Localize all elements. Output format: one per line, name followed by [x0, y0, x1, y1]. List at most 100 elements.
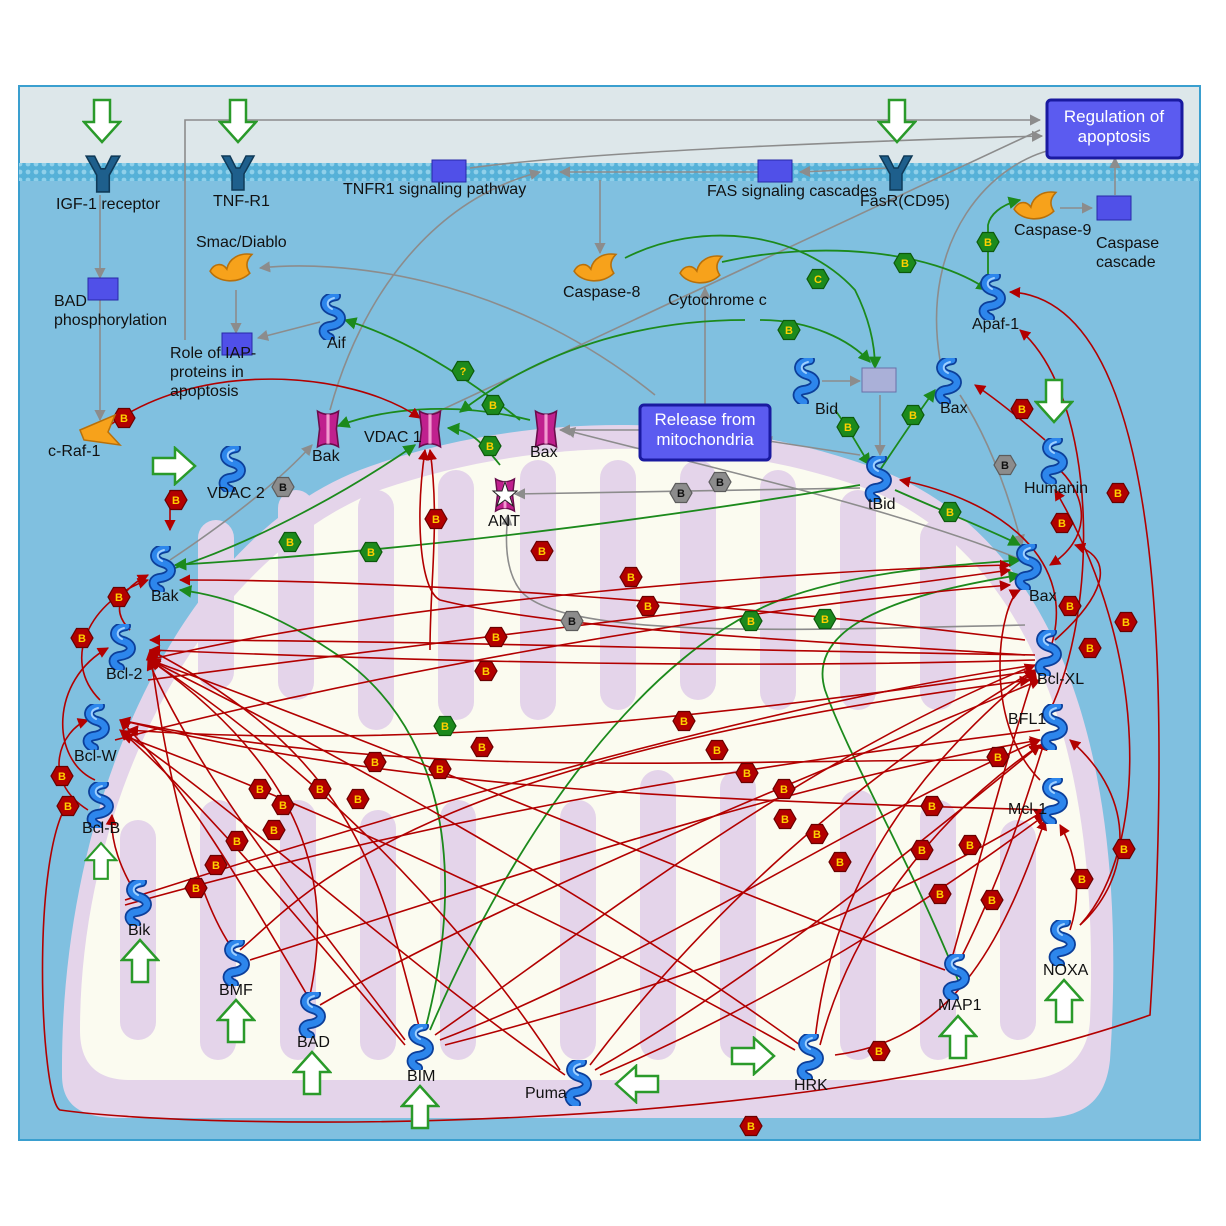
bmf-label: BMF: [219, 982, 253, 999]
edge-symbol-hexagon: B: [184, 877, 208, 899]
c-raf-1-icon[interactable]: [79, 413, 122, 447]
fas-cascades-label: FAS signaling cascades: [707, 183, 877, 200]
edge-symbol-hexagon: B: [107, 586, 131, 608]
edge-symbol-text: B: [436, 764, 444, 776]
edge-symbol-hexagon: ?: [451, 360, 475, 382]
edge-symbol-hexagon: B: [669, 482, 693, 504]
iap-square[interactable]: [221, 332, 253, 356]
tnfr1-pathway-square[interactable]: [431, 159, 467, 183]
vdac1-label: VDAC 1: [364, 429, 422, 446]
caspase-cascade-label-line2: cascade: [1096, 254, 1156, 271]
bak-mito-label: Bak: [151, 588, 180, 605]
edge-symbol-hexagon: B: [993, 454, 1017, 476]
edge-symbol-text: B: [785, 325, 793, 337]
bcl-w-label: Bcl-W: [74, 748, 118, 765]
edge-symbol-hexagon: B: [901, 404, 925, 426]
bcl-b-label: Bcl-B: [82, 820, 120, 837]
edge-symbol-text: B: [936, 889, 944, 901]
puma-label: Puma: [525, 1085, 567, 1102]
edge-symbol-text: B: [813, 829, 821, 841]
bad-phosphorylation-square[interactable]: [87, 277, 119, 301]
edge-symbol-text: B: [716, 477, 724, 489]
mitochondrion-inner: [80, 448, 1092, 1080]
fasr-label: FasR(CD95): [860, 193, 950, 210]
edge-symbol-hexagon: B: [836, 416, 860, 438]
edge-symbol-text: B: [875, 1046, 883, 1058]
edge-symbol-hexagon: B: [828, 851, 852, 873]
edge-symbol-hexagon: B: [813, 608, 837, 630]
edge-symbol-hexagon: B: [910, 839, 934, 861]
tnf-r1-label: TNF-R1: [213, 193, 270, 210]
edge-symbol-text: B: [780, 784, 788, 796]
bax-channel-icon[interactable]: [533, 409, 559, 449]
edge-symbol-text: B: [994, 752, 1002, 764]
edge-symbol-hexagon: B: [920, 795, 944, 817]
edge-symbol-text: B: [172, 495, 180, 507]
edge-symbol-hexagon: B: [735, 762, 759, 784]
bak-channel-icon[interactable]: [315, 409, 341, 449]
caspase-9-label: Caspase-9: [1014, 222, 1091, 239]
vdac1-channel-icon[interactable]: [417, 409, 443, 449]
edge-symbol-text: B: [478, 742, 486, 754]
release-from-mitochondria-box[interactable]: Release from mitochondria: [638, 403, 772, 462]
edge-symbol-hexagon: B: [1010, 398, 1034, 420]
iap-label-line1: Role of IAP-: [170, 345, 256, 362]
caspase-cascade-label-line1: Caspase: [1096, 235, 1159, 252]
edge-symbol-hexagon: B: [346, 788, 370, 810]
edge-symbol-hexagon: B: [893, 252, 917, 274]
tnfr1-pathway-label: TNFR1 signaling pathway: [343, 181, 526, 198]
edge-symbol-text: B: [270, 825, 278, 837]
edge-symbol-hexagon: B: [474, 660, 498, 682]
edge-symbol-text: B: [743, 768, 751, 780]
bid-cleavage-square[interactable]: [861, 367, 897, 393]
vdac2-label: VDAC 2: [207, 485, 265, 502]
edge-symbol-hexagon: B: [262, 819, 286, 841]
edge-symbol-text: B: [115, 592, 123, 604]
fas-cascade-square[interactable]: [757, 159, 793, 183]
edge-symbol-hexagon: B: [1058, 595, 1082, 617]
regulation-of-apoptosis-box[interactable]: Regulation of apoptosis: [1045, 98, 1184, 160]
igf1-receptor-label: IGF-1 receptor: [56, 196, 161, 213]
edge-symbol-text: B: [644, 601, 652, 613]
release-box-line2: mitochondria: [656, 430, 754, 449]
edge-symbol-hexagon: B: [271, 794, 295, 816]
edge-symbol-text: B: [441, 721, 449, 733]
edge-symbol-hexagon: B: [636, 595, 660, 617]
edge-symbol-hexagon: B: [225, 830, 249, 852]
edge-symbol-text: B: [568, 616, 576, 628]
edge-symbol-text: B: [367, 547, 375, 559]
bax-channel-label: Bax: [530, 444, 558, 461]
edge-symbol-hexagon: B: [50, 765, 74, 787]
edge-symbol-hexagon: B: [478, 435, 502, 457]
edge-symbol-hexagon: B: [708, 471, 732, 493]
edge-symbol-text: B: [1120, 844, 1128, 856]
edge-symbol-text: B: [120, 413, 128, 425]
edge-symbol-hexagon: B: [773, 808, 797, 830]
edge-symbol-text: B: [78, 633, 86, 645]
edge-symbol-text: B: [192, 883, 200, 895]
apaf-1-label: Apaf-1: [972, 316, 1019, 333]
caspase-cascade-square[interactable]: [1096, 195, 1132, 221]
bfl1-label: BFL1: [1008, 711, 1046, 728]
edge-symbol-hexagon: B: [777, 319, 801, 341]
edge-symbol-hexagon: B: [772, 778, 796, 800]
bax-cytosolic-label: Bax: [940, 400, 968, 417]
process-squares: [87, 159, 1132, 393]
edge-symbol-text: B: [256, 784, 264, 796]
edge-symbol-hexagon: B: [428, 758, 452, 780]
edge-symbol-text: B: [354, 794, 362, 806]
release-box-line1: Release from: [654, 410, 755, 429]
edge-symbol-hexagon: B: [1112, 838, 1136, 860]
edge-symbol-text: B: [279, 482, 287, 494]
ant-channel-icon[interactable]: [491, 477, 519, 513]
edge-symbol-hexagon: B: [204, 854, 228, 876]
edge-symbol-text: ?: [460, 366, 467, 378]
edge-symbol-text: B: [844, 422, 852, 434]
edge-symbol-text: B: [1018, 404, 1026, 416]
edge-symbol-hexagon: B: [308, 778, 332, 800]
edge-symbol-text: B: [836, 857, 844, 869]
edge-symbol-hexagon: B: [739, 1115, 763, 1137]
bad-label: BAD: [297, 1034, 330, 1051]
